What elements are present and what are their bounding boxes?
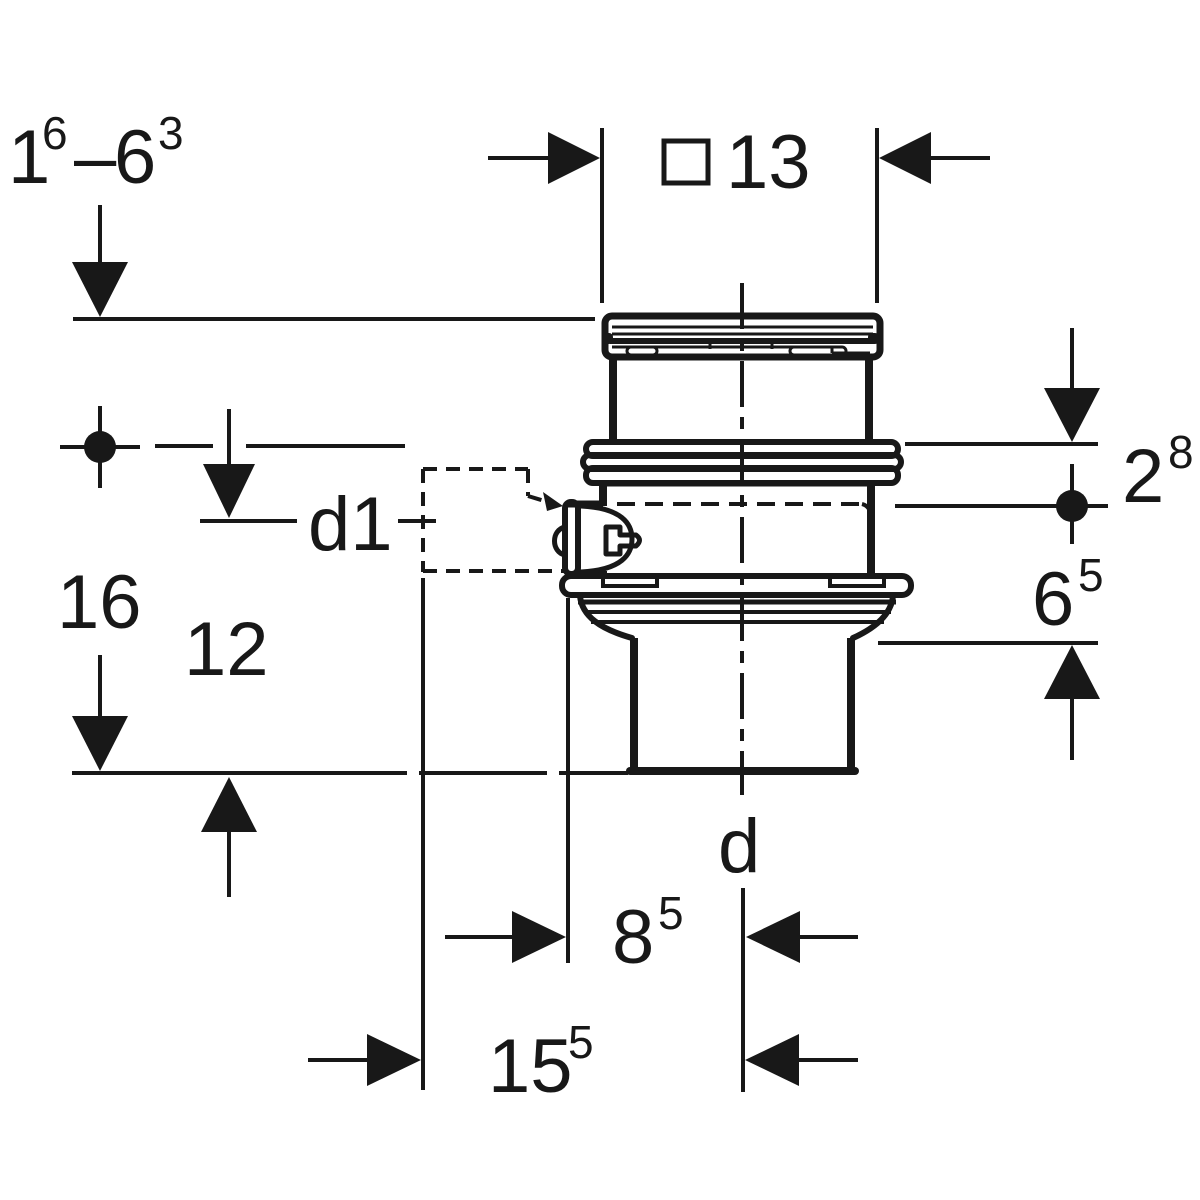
extension-lines — [421, 578, 570, 1090]
seal-collar — [580, 439, 904, 487]
dim12-label: 12 — [184, 607, 269, 692]
dimension-range-top-left: 1 6 – 6 3 — [8, 107, 595, 321]
range-base1-label: 1 — [8, 115, 50, 200]
upper-socket — [609, 357, 873, 445]
valve-t-pin — [603, 524, 642, 557]
range-down-arrowhead — [72, 262, 128, 317]
range-separator: – — [74, 115, 117, 200]
dim28-sup-label: 8 — [1168, 426, 1194, 478]
dim28-base-label: 2 — [1122, 434, 1164, 519]
inner-dashed-corner — [861, 502, 873, 517]
datum-marker-left — [60, 406, 405, 488]
port-face-plate — [562, 499, 581, 577]
flange-tab-right — [828, 575, 886, 588]
dimension-2-8: 2 8 — [905, 328, 1194, 519]
dim16-down-arrowhead — [72, 716, 128, 771]
dim13-left-arrowhead — [548, 132, 600, 184]
square-symbol — [661, 138, 711, 186]
trap-bowl — [577, 593, 896, 641]
dim13-value: 13 — [726, 120, 811, 205]
datum-marker-right — [895, 464, 1108, 544]
dim155-base-label: 15 — [488, 1024, 573, 1109]
grate-frame — [601, 312, 884, 361]
dimension-8-5: 8 5 — [445, 887, 858, 980]
outlet-d-label: d — [718, 804, 760, 889]
grate-tab-right — [788, 345, 848, 357]
grate-tab-left — [625, 345, 659, 357]
dim155-right-arrowhead — [745, 1034, 799, 1086]
dim65-sup-label: 5 — [1078, 549, 1104, 601]
stub-arrowhead — [543, 492, 563, 511]
dimension-square-13: 13 — [488, 120, 990, 303]
d1-down-arrowhead — [203, 464, 255, 518]
side-inlet-port — [552, 499, 642, 577]
dim85-base-label: 8 — [612, 895, 654, 980]
frame-lug-left — [602, 333, 613, 344]
dim85-left-arrowhead — [512, 911, 566, 963]
d1-phantom-stub — [421, 467, 565, 573]
dim28-down-arrowhead — [1044, 388, 1100, 442]
dim65-up-arrowhead — [1044, 645, 1100, 699]
dim16-label: 16 — [57, 560, 142, 645]
dimension-6-5: 6 5 — [878, 549, 1104, 760]
d1-label: d1 — [308, 482, 393, 567]
dim12-up-arrowhead — [201, 777, 257, 832]
bowl-side-left — [577, 593, 635, 641]
stub-funnel-line — [527, 494, 552, 505]
flange-tab-left — [601, 575, 659, 588]
port-nose-bump — [552, 524, 568, 558]
dimension-15-5: 15 5 — [308, 1016, 858, 1109]
fitting-outline — [552, 312, 914, 775]
dim65-base-label: 6 — [1032, 557, 1074, 642]
dim155-left-arrowhead — [367, 1034, 421, 1086]
range-sup2-label: 3 — [158, 107, 184, 159]
membrane-valve-bell — [578, 503, 635, 575]
dimension-16-12: 16 12 — [57, 560, 628, 897]
dim85-right-arrowhead — [746, 911, 800, 963]
range-sup1-label: 6 — [42, 107, 68, 159]
outlet-pipe — [626, 638, 859, 775]
dim13-right-arrowhead — [879, 132, 931, 184]
dim155-sup-label: 5 — [568, 1016, 594, 1068]
bowl-side-right — [850, 593, 896, 641]
frame-lug-right — [868, 333, 879, 344]
dim85-sup-label: 5 — [658, 887, 684, 939]
flange-band — [559, 573, 914, 598]
dimension-d1: d1 — [200, 409, 436, 567]
centerline — [740, 283, 745, 1092]
range-base2-label: 6 — [114, 115, 156, 200]
outlet-flange — [559, 573, 914, 598]
